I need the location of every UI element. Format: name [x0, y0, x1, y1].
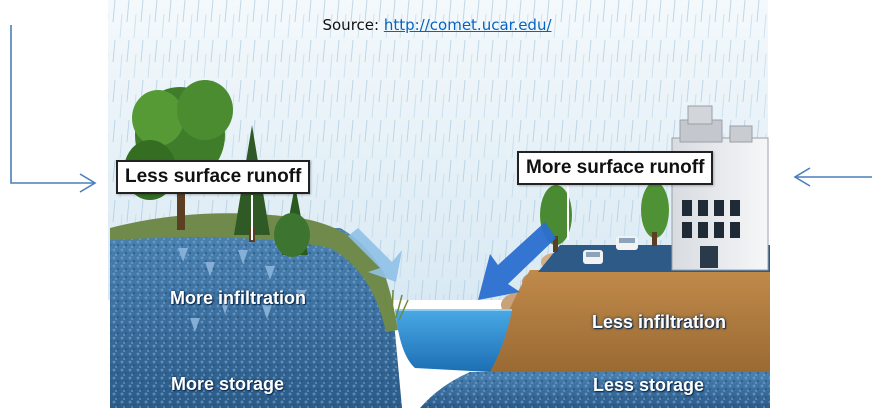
left-trees	[124, 80, 310, 257]
runoff-arrow-large	[478, 222, 556, 300]
infiltration-arrows	[178, 248, 306, 332]
parked-cars	[583, 236, 638, 264]
less-infiltration-label: Less infiltration	[592, 312, 727, 332]
less-storage-label: Less storage	[593, 375, 705, 395]
stream-water	[395, 310, 512, 372]
source-credit: Source: http://comet.ucar.edu/	[0, 16, 874, 34]
right-connector-arrow	[793, 167, 872, 187]
more-infiltration-label: More infiltration	[170, 288, 306, 308]
office-building	[671, 105, 769, 271]
stream-reeds	[383, 289, 409, 321]
left-connector-arrow	[10, 25, 97, 193]
source-link[interactable]: http://comet.ucar.edu/	[383, 16, 552, 34]
left-soil-gravel	[110, 228, 402, 408]
right-brown-soil	[490, 270, 770, 372]
more-storage-label: More storage	[171, 374, 285, 394]
source-prefix: Source:	[322, 16, 384, 34]
left-grass-hill	[110, 213, 398, 332]
less-surface-runoff-callout: Less surface runoff	[116, 160, 311, 194]
right-soil-gravel	[420, 372, 770, 408]
runoff-arrow-small	[348, 228, 402, 282]
more-surface-runoff-callout: More surface runoff	[517, 151, 714, 185]
